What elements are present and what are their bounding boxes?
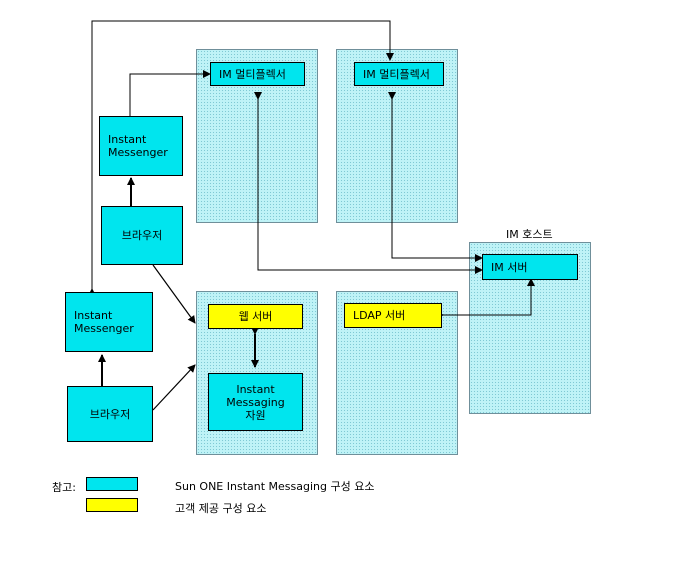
instant-messenger-2: Instant Messenger <box>65 292 153 352</box>
messenger2-multiplexor2-link <box>88 20 394 296</box>
im-server: IM 서버 <box>482 254 578 280</box>
ldap-server: LDAP 서버 <box>344 303 442 328</box>
browser-1: 브라우저 <box>101 206 183 265</box>
multiplexor1-imserver-link <box>254 92 483 274</box>
browser-2: 브라우저 <box>67 386 153 442</box>
im-multiplexor-1: IM 멀티플렉서 <box>210 62 305 86</box>
legend-text-customer: 고객 제공 구성 요소 <box>175 502 267 515</box>
im-host-label: IM 호스트 <box>506 228 553 241</box>
im-multiplexor-2: IM 멀티플렉서 <box>354 62 444 86</box>
legend-text-sun: Sun ONE Instant Messaging 구성 요소 <box>175 480 375 493</box>
browser1-webhost-link <box>152 264 196 324</box>
legend-swatch-customer <box>86 498 138 512</box>
legend-note-label: 참고: <box>52 481 76 494</box>
legend-swatch-sun <box>86 477 138 491</box>
instant-messenger-1: Instant Messenger <box>99 116 183 176</box>
multiplexor2-imserver-link <box>388 92 483 262</box>
ldap-imserver-link <box>436 278 535 319</box>
im-resources: Instant Messaging 자원 <box>208 373 303 431</box>
web-server: 웹 서버 <box>208 304 303 329</box>
messenger1-multiplexor1-link <box>126 70 211 123</box>
browser2-webhost-link <box>152 364 196 411</box>
